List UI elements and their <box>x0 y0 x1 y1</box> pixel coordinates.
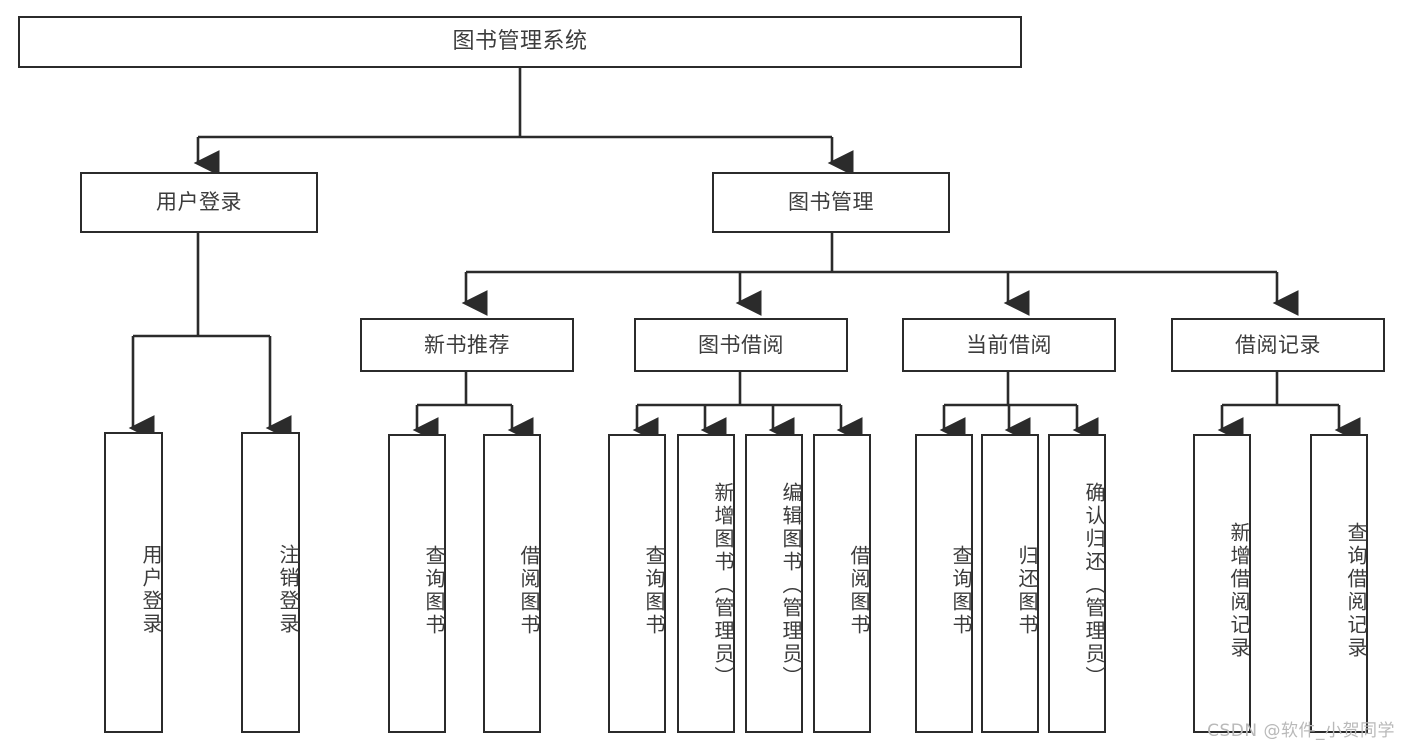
leaf-return-books[interactable]: 归还图书 <box>981 434 1039 733</box>
leaf-query-books-borrow[interactable]: 查询图书 <box>608 434 666 733</box>
leaf-query-books-current[interactable]: 查询图书 <box>915 434 973 733</box>
leaf-user-login[interactable]: 用户登录 <box>104 432 163 733</box>
node-user-login[interactable]: 用户登录 <box>80 172 318 233</box>
node-new-book-recommendation[interactable]: 新书推荐 <box>360 318 574 372</box>
leaf-edit-book-admin[interactable]: 编辑图书（管理员） <box>745 434 803 733</box>
leaf-query-borrow-record[interactable]: 查询借阅记录 <box>1310 434 1368 733</box>
node-book-borrow[interactable]: 图书借阅 <box>634 318 848 372</box>
leaf-query-books-recommend[interactable]: 查询图书 <box>388 434 446 733</box>
leaf-borrow-books-recommend[interactable]: 借阅图书 <box>483 434 541 733</box>
leaf-confirm-return-admin[interactable]: 确认归还（管理员） <box>1048 434 1106 733</box>
node-book-management[interactable]: 图书管理 <box>712 172 950 233</box>
node-borrow-records[interactable]: 借阅记录 <box>1171 318 1385 372</box>
leaf-borrow-books[interactable]: 借阅图书 <box>813 434 871 733</box>
leaf-logout[interactable]: 注销登录 <box>241 432 300 733</box>
leaf-add-book-admin[interactable]: 新增图书（管理员） <box>677 434 735 733</box>
node-current-borrow[interactable]: 当前借阅 <box>902 318 1116 372</box>
leaf-add-borrow-record[interactable]: 新增借阅记录 <box>1193 434 1251 733</box>
csdn-watermark: CSDN @软件_小贺同学 <box>1207 721 1395 741</box>
node-root-book-management-system[interactable]: 图书管理系统 <box>18 16 1022 68</box>
